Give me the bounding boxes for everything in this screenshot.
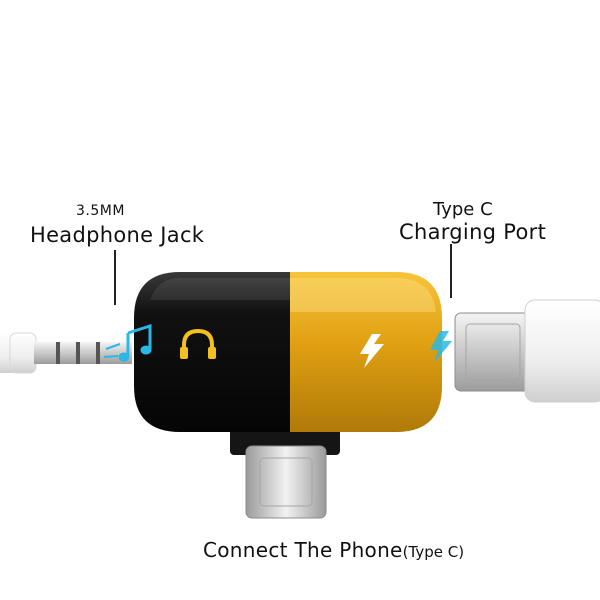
charging-port-label: Charging Port [399, 220, 547, 244]
port-type-label: Type C [433, 199, 493, 220]
bottom-type-c-connector [230, 425, 340, 519]
music-note-icon [103, 323, 152, 362]
lightning-bolt-icon [360, 334, 384, 368]
headphone-icon [180, 328, 216, 359]
headphone-jack-label: Headphone Jack [30, 223, 205, 247]
audio-cable-plug [0, 332, 132, 374]
connect-phone-caption: Connect The Phone(Type C) [203, 538, 464, 562]
lightning-bolt-icon-blue [430, 331, 452, 363]
adapter-body [134, 272, 442, 432]
connect-phone-label: Connect The Phone [203, 538, 403, 562]
right-type-c-cable [454, 299, 600, 403]
connect-type-label: (Type C) [402, 543, 465, 561]
headphone-size-label: 3.5MM [76, 203, 125, 219]
